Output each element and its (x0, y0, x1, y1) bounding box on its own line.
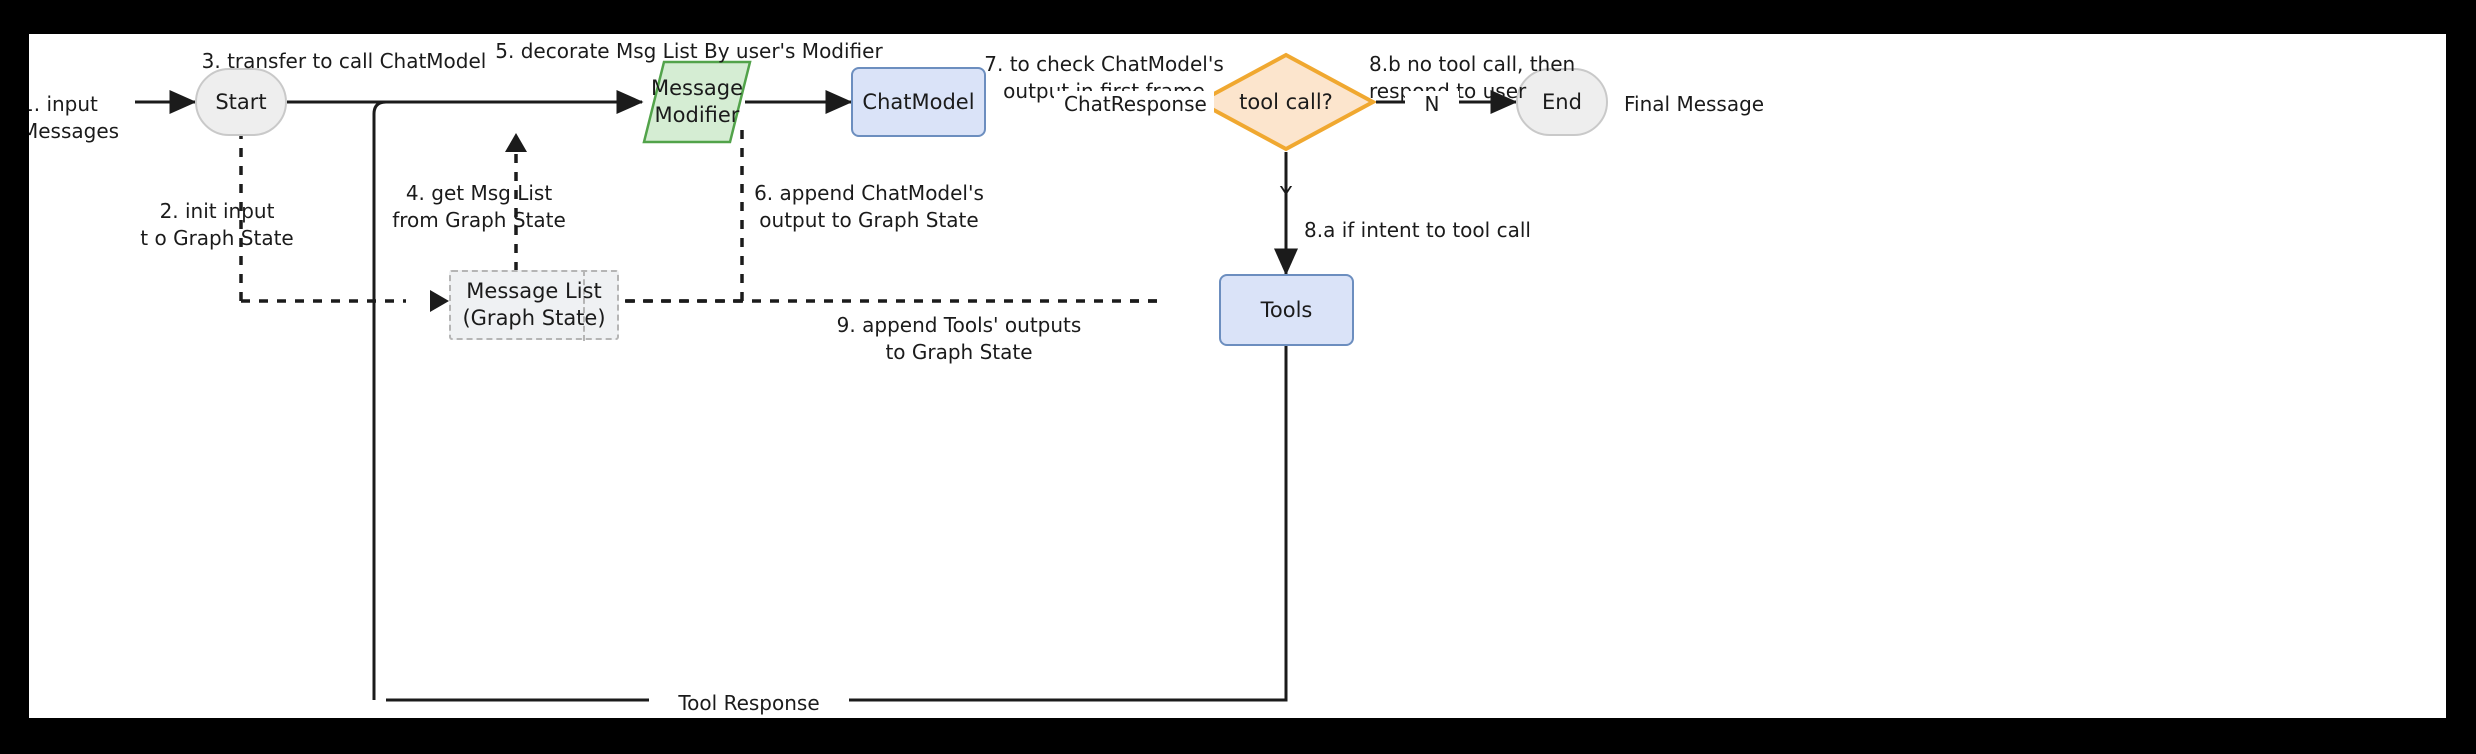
diagram-canvas: Start Message Modifier ChatModel tool ca… (29, 34, 2446, 718)
edge-label-step8b: 8.b no tool call, then respond to user (1369, 52, 1576, 103)
edge-label-tool-response: Tool Response (649, 690, 849, 717)
edge-tools-return-bus (386, 345, 1288, 702)
node-message-modifier[interactable]: Message Modifier (642, 60, 752, 144)
node-end[interactable]: End (1516, 68, 1608, 136)
tool-call-decision-shape (1196, 52, 1376, 152)
node-tools[interactable]: Tools (1219, 274, 1354, 346)
edge-label-branch-yes: Y (1279, 182, 1293, 206)
edge-label-step8a: 8.a if intent to tool call (1304, 218, 1531, 242)
edge-label-step2: 2. init input t o Graph State (140, 199, 294, 250)
edge-label-step4: 4. get Msg List from Graph State (392, 181, 566, 232)
node-chat-model[interactable]: ChatModel (851, 67, 986, 137)
edge-label-step3: 3. transfer to call ChatModel (201, 49, 487, 73)
node-tool-call-decision-label: tool call? (1239, 90, 1333, 114)
message-modifier-shape (642, 60, 752, 144)
node-chat-model-label: ChatModel (862, 89, 975, 114)
edge-label-step1: 1. input Messages (29, 92, 120, 143)
node-message-modifier-label: Message Modifier (650, 75, 744, 127)
node-message-list-state[interactable]: Message List (Graph State) (449, 269, 619, 341)
edge-label-final-message: Final Message (1624, 92, 1765, 116)
edge-label-branch-no: N (1405, 91, 1459, 118)
arrowhead-modifier-bottom (505, 133, 527, 152)
node-end-label: End (1542, 89, 1582, 114)
node-tools-label: Tools (1260, 297, 1313, 322)
edge-label-step5: 5. decorate Msg List By user's Modifier (495, 39, 883, 63)
node-tool-call-decision[interactable]: tool call? (1196, 52, 1376, 152)
node-start-label: Start (215, 89, 267, 114)
arrowhead-state-inbound (430, 290, 449, 312)
node-start[interactable]: Start (195, 68, 287, 136)
edge-label-step9: 9. append Tools' outputs to Graph State (836, 313, 1082, 364)
edge-label-step6: 6. append ChatModel's output to Graph St… (754, 181, 984, 232)
datastore-divider (583, 269, 585, 341)
edge-label-chat-response: ChatResponse (1054, 91, 1214, 118)
node-message-list-state-label: Message List (Graph State) (462, 278, 606, 330)
